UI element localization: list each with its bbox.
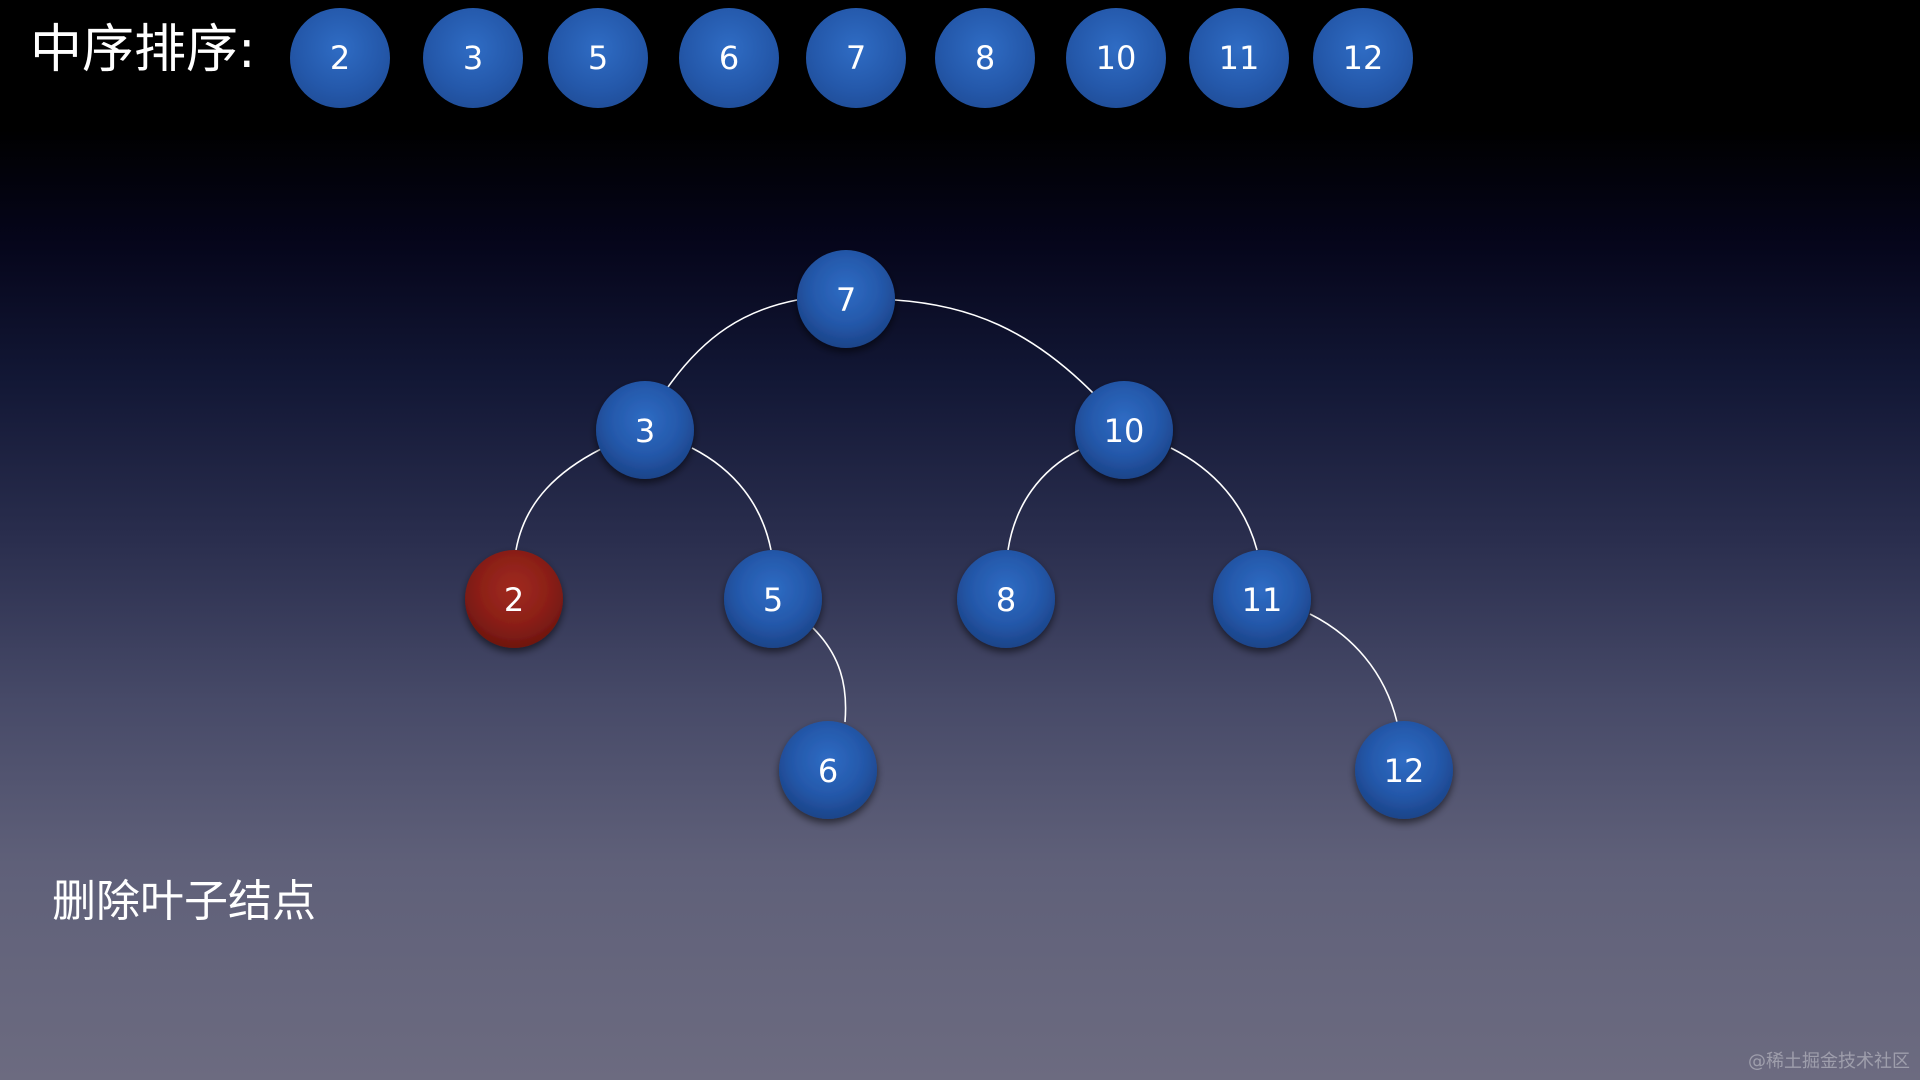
tree-node-circle [596, 381, 694, 479]
sequence-node-8: 8 [935, 8, 1035, 108]
edge-3-2 [515, 448, 602, 551]
tree-node-circle [724, 550, 822, 648]
tree-node-3: 3 [596, 381, 694, 479]
tree-node-circle [465, 550, 563, 648]
edge-10-11 [1170, 447, 1258, 551]
edge-10-8 [1007, 449, 1080, 551]
tree-node-11: 11 [1213, 550, 1311, 648]
watermark: @稀土掘金技术社区 [1748, 1051, 1910, 1072]
tree-node-label: 8 [996, 581, 1016, 619]
step-caption: 删除叶子结点 [52, 876, 316, 927]
edge-7-3 [667, 299, 798, 388]
tree-node-circle [957, 550, 1055, 648]
tree-node-8: 8 [957, 550, 1055, 648]
tree-node-label: 2 [504, 581, 524, 619]
sequence-node-2: 2 [290, 8, 390, 108]
edge-11-12 [1309, 613, 1398, 723]
tree-node-10: 10 [1075, 381, 1173, 479]
tree-node-label: 6 [818, 752, 838, 790]
edge-7-10 [894, 299, 1094, 394]
tree-node-label: 5 [763, 581, 783, 619]
tree-node-label: 11 [1242, 581, 1283, 619]
tree-node-circle [797, 250, 895, 348]
sequence-node-5: 5 [548, 8, 648, 108]
tree-node-label: 12 [1384, 752, 1425, 790]
inorder-label: 中序排序: [30, 20, 256, 80]
tree-node-circle [779, 721, 877, 819]
tree-node-label: 3 [635, 412, 655, 450]
sequence-node-6: 6 [679, 8, 779, 108]
sequence-node-3: 3 [423, 8, 523, 108]
tree-node-circle [1075, 381, 1173, 479]
tree-node-2-highlighted: 2 [465, 550, 563, 648]
tree-node-6: 6 [779, 721, 877, 819]
tree-node-label: 10 [1104, 412, 1145, 450]
sequence-node-7: 7 [806, 8, 906, 108]
tree-node-circle [1355, 721, 1453, 819]
sequence-node-12: 12 [1313, 8, 1413, 108]
tree-nodes: 7 3 10 2 5 8 11 6 12 [465, 250, 1453, 819]
tree-node-5: 5 [724, 550, 822, 648]
edge-3-5 [691, 447, 772, 551]
tree-node-12: 12 [1355, 721, 1453, 819]
sequence-node-11: 11 [1189, 8, 1289, 108]
edge-5-6 [812, 627, 847, 723]
tree-node-circle [1213, 550, 1311, 648]
tree-node-label: 7 [836, 281, 856, 319]
tree-node-7: 7 [797, 250, 895, 348]
tree-edges [515, 299, 1398, 723]
sequence-node-10: 10 [1066, 8, 1166, 108]
